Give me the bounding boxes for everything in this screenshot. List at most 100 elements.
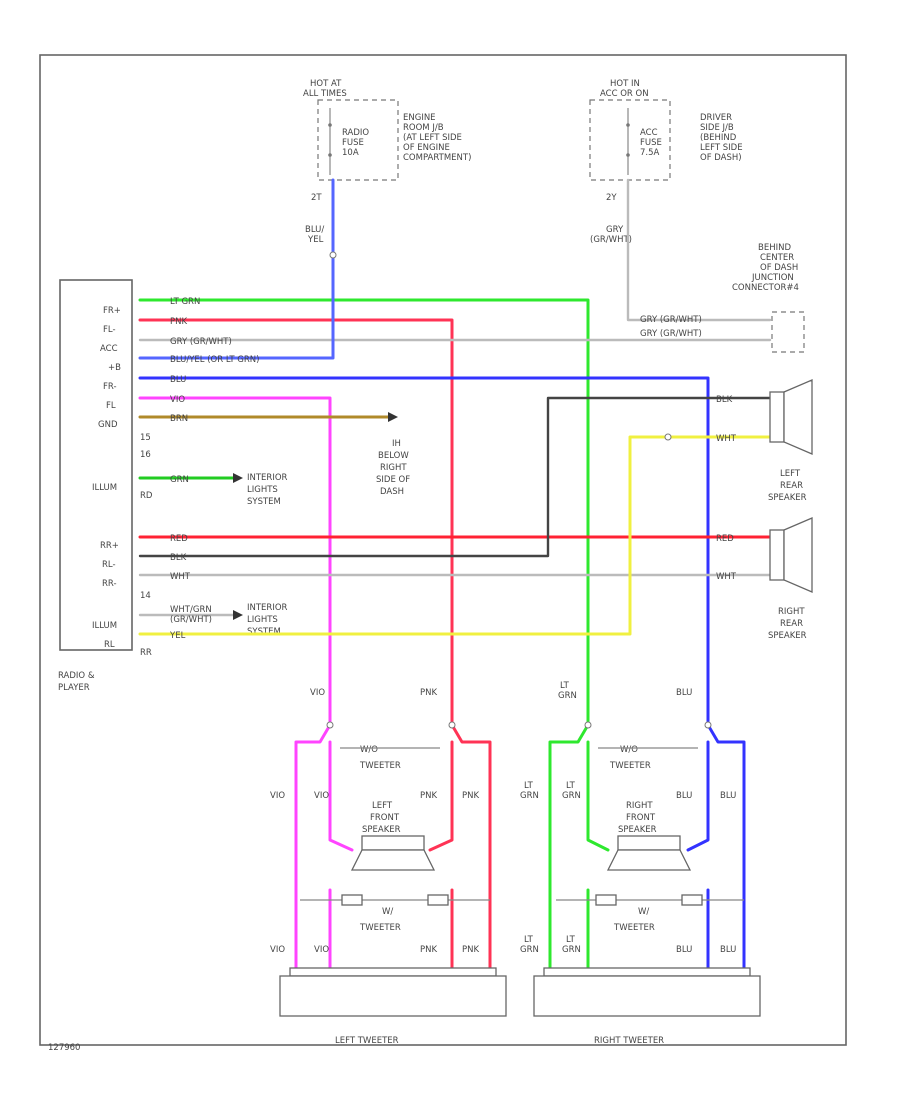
svg-text:COMPARTMENT): COMPARTMENT)	[403, 153, 471, 163]
svg-text:FRONT: FRONT	[626, 813, 656, 823]
svg-text:GRN: GRN	[558, 691, 577, 701]
front-right-blu-label: BLU	[676, 688, 692, 698]
svg-text:SYSTEM: SYSTEM	[247, 627, 281, 637]
svg-text:RL-: RL-	[102, 560, 116, 570]
svg-text:LT: LT	[524, 935, 534, 945]
wire-blu-yel	[138, 178, 335, 360]
svg-text:FR+: FR+	[103, 306, 121, 316]
svg-text:IH: IH	[392, 439, 401, 449]
svg-text:(GR/WHT): (GR/WHT)	[590, 235, 632, 245]
svg-text:LEFT SIDE: LEFT SIDE	[700, 143, 743, 153]
hot-at-all-times-label: HOT AT	[310, 79, 342, 89]
svg-text:RIGHT: RIGHT	[778, 607, 805, 617]
wire-id-2y: 2Y	[606, 193, 617, 203]
front-right-blu-split	[686, 723, 746, 970]
svg-text:W/O: W/O	[620, 745, 638, 755]
svg-text:FL-: FL-	[103, 325, 116, 335]
svg-text:15: 15	[140, 433, 151, 443]
svg-text:SIDE J/B: SIDE J/B	[700, 123, 734, 133]
svg-text:(AT LEFT SIDE: (AT LEFT SIDE	[403, 133, 462, 143]
svg-text:VIO: VIO	[170, 395, 185, 405]
svg-text:BLU: BLU	[676, 945, 692, 955]
svg-text:YEL: YEL	[307, 235, 324, 245]
radio-fuse-box: HOT AT ALL TIMES RADIO FUSE 10A ENGINE R…	[303, 79, 471, 245]
svg-text:TWEETER: TWEETER	[613, 923, 655, 933]
left-rear-speaker: LEFT REAR SPEAKER	[768, 379, 813, 503]
svg-text:LEFT: LEFT	[780, 469, 801, 479]
svg-text:LT: LT	[566, 935, 576, 945]
radio-fuse-label: RADIO	[342, 128, 369, 138]
svg-text:SIDE OF: SIDE OF	[376, 475, 410, 485]
svg-text:OF ENGINE: OF ENGINE	[403, 143, 450, 153]
left-front-speaker: LEFT FRONT SPEAKER	[350, 801, 436, 871]
svg-text:VIO: VIO	[270, 791, 285, 801]
svg-text:SPEAKER: SPEAKER	[768, 493, 807, 503]
svg-text:SPEAKER: SPEAKER	[362, 825, 401, 835]
front-right-grn-split	[548, 723, 610, 970]
svg-text:REAR: REAR	[780, 619, 803, 629]
svg-text:LT: LT	[524, 781, 534, 791]
svg-text:+B: +B	[108, 363, 121, 373]
footer-code: 127960	[48, 1043, 80, 1053]
wire-vio	[138, 396, 332, 727]
svg-text:LIGHTS: LIGHTS	[247, 485, 278, 495]
interior-lights-label-1: INTERIOR	[247, 473, 288, 483]
svg-text:LEFT: LEFT	[372, 801, 393, 811]
wire-gry-junction	[626, 178, 772, 322]
wire-color-gry: GRY	[606, 225, 624, 235]
svg-text:GND: GND	[98, 420, 118, 430]
svg-text:BRN: BRN	[170, 414, 188, 424]
svg-text:GRY (GR/WHT): GRY (GR/WHT)	[640, 329, 702, 339]
svg-text:PLAYER: PLAYER	[58, 683, 90, 693]
svg-text:W/: W/	[638, 907, 649, 917]
svg-text:FR-: FR-	[103, 382, 117, 392]
svg-text:TWEETER: TWEETER	[359, 923, 401, 933]
svg-text:ROOM J/B: ROOM J/B	[403, 123, 444, 133]
svg-text:SYSTEM: SYSTEM	[247, 497, 281, 507]
svg-text:CONNECTOR#4: CONNECTOR#4	[732, 283, 799, 293]
radio-player-box	[59, 279, 133, 651]
svg-text:ACC: ACC	[100, 344, 118, 354]
svg-text:GRN: GRN	[170, 475, 189, 485]
svg-text:(GR/WHT): (GR/WHT)	[170, 615, 212, 625]
svg-text:GRN: GRN	[520, 945, 539, 955]
ground-label: IH BELOW RIGHT SIDE OF DASH	[376, 439, 410, 497]
svg-text:OF DASH: OF DASH	[760, 263, 798, 273]
svg-text:BLU: BLU	[170, 375, 186, 385]
svg-text:(BEHIND: (BEHIND	[700, 133, 737, 143]
svg-text:7.5A: 7.5A	[640, 148, 660, 158]
svg-text:LT: LT	[566, 781, 576, 791]
svg-text:GRN: GRN	[562, 791, 581, 801]
svg-text:RR+: RR+	[100, 541, 119, 551]
svg-text:SPEAKER: SPEAKER	[618, 825, 657, 835]
svg-text:RIGHT: RIGHT	[380, 463, 407, 473]
svg-text:LEFT TWEETER: LEFT TWEETER	[335, 1036, 399, 1046]
right-rear-speaker: RIGHT REAR SPEAKER	[768, 517, 813, 641]
svg-text:ILLUM: ILLUM	[92, 483, 117, 493]
svg-text:LIGHTS: LIGHTS	[247, 615, 278, 625]
svg-text:CENTER: CENTER	[760, 253, 794, 263]
svg-text:FRONT: FRONT	[370, 813, 400, 823]
svg-text:RD: RD	[140, 491, 153, 501]
svg-text:PNK: PNK	[462, 791, 479, 801]
svg-text:PNK: PNK	[462, 945, 479, 955]
svg-text:ILLUM: ILLUM	[92, 621, 117, 631]
svg-text:BLU: BLU	[676, 791, 692, 801]
svg-text:14: 14	[140, 591, 151, 601]
svg-text:YEL: YEL	[169, 631, 186, 641]
svg-text:FUSE: FUSE	[640, 138, 662, 148]
svg-text:BELOW: BELOW	[378, 451, 409, 461]
driver-side-jb-label: DRIVER	[700, 113, 732, 123]
junction-connector-label: BEHIND CENTER OF DASH JUNCTION CONNECTOR…	[732, 243, 805, 353]
svg-text:W/O: W/O	[360, 745, 378, 755]
wire-blu	[138, 376, 710, 727]
svg-text:RR: RR	[140, 648, 152, 658]
svg-text:PNK: PNK	[420, 791, 437, 801]
wire-id-2t: 2T	[311, 193, 322, 203]
front-left-vio-split	[294, 723, 354, 970]
svg-text:SPEAKER: SPEAKER	[768, 631, 807, 641]
svg-text:16: 16	[140, 450, 151, 460]
right-tweeter: RIGHT TWEETER	[533, 967, 761, 1046]
radio-pins: FR+ FL- ACC +B FR- FL GND ILLUM RR+ RL- …	[92, 306, 153, 658]
